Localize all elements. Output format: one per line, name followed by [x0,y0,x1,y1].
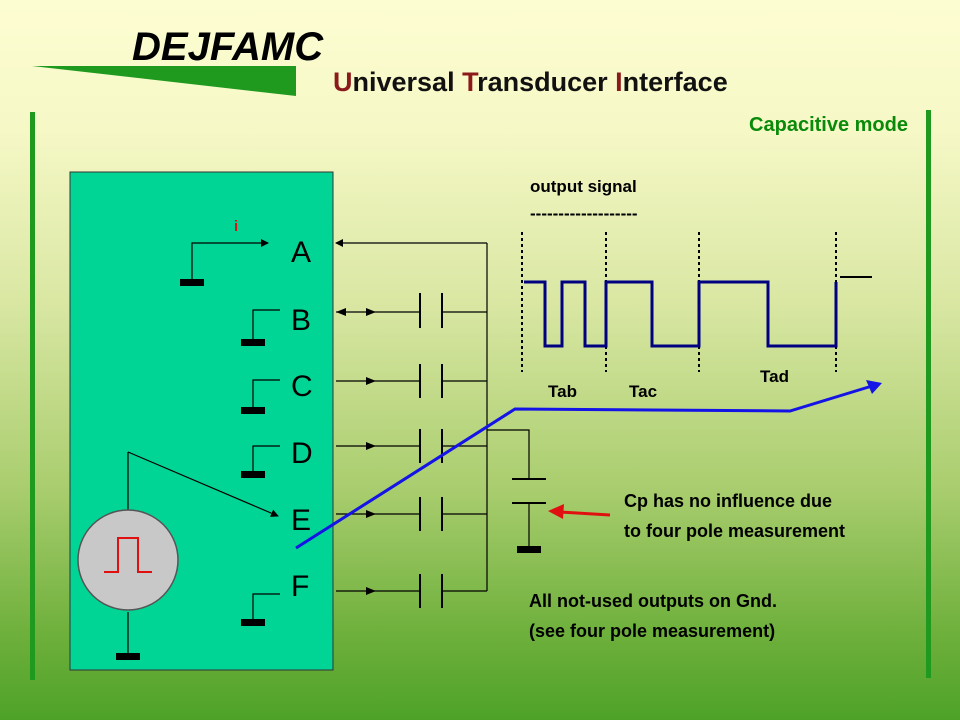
left-border-bar [30,112,35,680]
period-markers [521,232,837,372]
terminal-arrowheads [336,308,376,595]
title-part: ransducer [477,67,615,97]
title-part: I [615,67,623,97]
page-title: Universal Transducer Interface [333,67,728,97]
logo-icon: DEJFAMC [32,25,324,96]
title-part: T [462,67,479,97]
terminal-label-b: B [291,304,311,337]
timeline-line [295,380,882,550]
terminal-label-a: A [291,236,311,269]
title-part: niversal [353,67,463,97]
interval-tac: Tac [629,382,657,401]
title-part: nterface [623,67,728,97]
cp-note-line-2: to four pole measurement [624,521,845,541]
right-border-bar [926,110,931,678]
gnd-note-line-1: All not-used outputs on Gnd. [529,591,777,611]
output-waveform [524,280,838,348]
ground-icon [116,279,265,660]
interval-tad: Tad [760,367,789,386]
internal-wiring [127,239,280,655]
gnd-note-line-2: (see four pole measurement) [529,621,775,641]
pulse-generator-icon [77,509,179,611]
capacitor-icon [419,293,443,608]
logo-text: DEJFAMC [132,25,324,69]
cp-pointer-arrow-icon [548,504,611,519]
signal-underline: ------------------- [530,204,638,223]
interval-tab: Tab [548,382,577,401]
signal-title: output signal [530,177,637,196]
terminal-label-f: F [291,570,309,603]
terminal-label-e: E [291,504,311,537]
title-part: U [333,67,353,97]
cp-note-line-1: Cp has no influence due [624,491,832,511]
terminal-labels: A BC D EF [291,236,313,603]
terminal-label-d: D [291,437,313,470]
mode-label: Capacitive mode [749,114,908,136]
terminal-label-c: C [291,370,313,403]
parasitic-capacitor-icon [487,429,546,553]
external-wiring [335,239,488,592]
current-label: i [234,218,238,235]
